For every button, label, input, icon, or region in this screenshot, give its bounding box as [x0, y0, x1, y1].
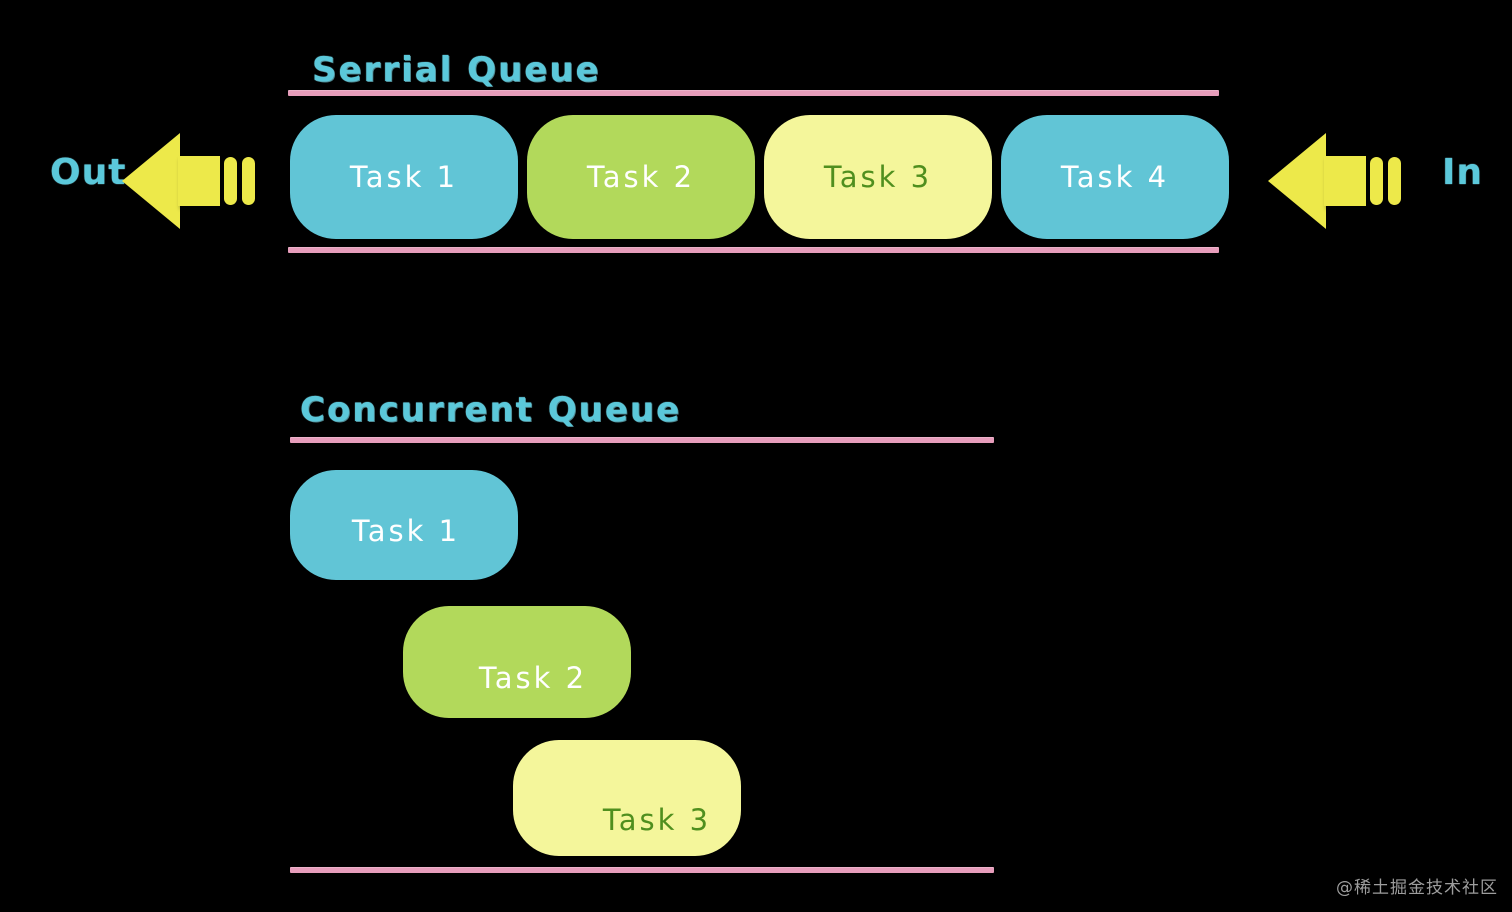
serial-task-4: Task 4: [1001, 115, 1229, 239]
arrow-dash-shape-2: [242, 157, 255, 205]
serial-queue-bottom-rail: [288, 247, 1219, 253]
concurrent-task-2: Task 2: [403, 606, 631, 718]
concurrent-task-3-label: Task 3: [602, 803, 712, 837]
serial-queue-top-rail: [288, 90, 1219, 96]
arrow-dash-shape-2: [1388, 157, 1401, 205]
concurrent-queue-bottom-rail: [290, 867, 994, 873]
serial-task-1: Task 1: [290, 115, 518, 239]
in-arrow-icon: [1268, 133, 1401, 229]
serial-task-4-label: Task 4: [1060, 160, 1170, 194]
serial-task-2: Task 2: [527, 115, 755, 239]
in-label: In: [1442, 152, 1484, 193]
concurrent-queue-title: Concurrent Queue: [300, 390, 682, 430]
serial-task-3: Task 3: [764, 115, 992, 239]
serial-queue-title: Serrial Queue: [312, 50, 601, 90]
serial-task-3-label: Task 3: [823, 160, 933, 194]
arrow-dash-shape-1: [224, 157, 237, 205]
arrow-head-shape: [122, 133, 180, 229]
arrow-shaft-shape: [178, 156, 220, 206]
arrow-dash-shape-1: [1370, 157, 1383, 205]
arrow-head-shape: [1268, 133, 1326, 229]
out-label: Out: [50, 152, 127, 193]
serial-task-1-label: Task 1: [349, 160, 459, 194]
serial-task-2-label: Task 2: [586, 160, 696, 194]
concurrent-task-1-label: Task 1: [351, 514, 461, 548]
arrow-shaft-shape: [1324, 156, 1366, 206]
out-arrow-icon: [122, 133, 255, 229]
concurrent-queue-top-rail: [290, 437, 994, 443]
concurrent-task-3: Task 3: [513, 740, 741, 856]
concurrent-task-1: Task 1: [290, 470, 518, 580]
watermark-text: @稀土掘金技术社区: [1336, 878, 1498, 898]
concurrent-task-2-label: Task 2: [478, 661, 588, 695]
